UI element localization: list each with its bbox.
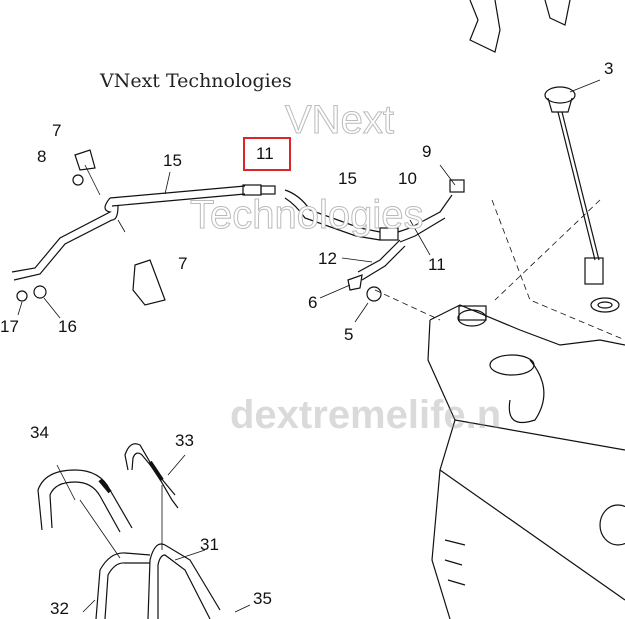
callout-12[interactable]: 12 — [318, 249, 337, 268]
highlight-box — [243, 137, 291, 171]
lower-hoses — [37, 443, 251, 619]
fitting-16 — [33, 285, 47, 299]
bracket-part — [469, 0, 571, 53]
callout-16[interactable]: 16 — [58, 317, 77, 336]
callout-11-highlighted[interactable]: 11 — [256, 144, 274, 163]
callout-8[interactable]: 8 — [37, 147, 47, 166]
watermark-vnext: VNext — [285, 98, 395, 142]
clip-part — [72, 149, 166, 306]
callout-7-b[interactable]: 7 — [178, 254, 188, 273]
callout-34[interactable]: 34 — [30, 423, 49, 442]
callout-17[interactable]: 17 — [0, 317, 19, 336]
watermark-serif: VNext Technologies — [100, 70, 292, 92]
callout-11[interactable]: 11 — [428, 255, 446, 274]
callout-3[interactable]: 3 — [604, 59, 614, 78]
callout-15-b[interactable]: 15 — [338, 169, 357, 188]
callout-35[interactable]: 35 — [253, 589, 272, 608]
fitting-17 — [16, 290, 28, 302]
callout-15[interactable]: 15 — [163, 151, 182, 170]
watermark-diagonal: dextremelife.n — [230, 393, 502, 437]
callout-7[interactable]: 7 — [52, 121, 62, 140]
vent-hose-left — [11, 164, 276, 281]
fuel-tank — [427, 304, 625, 619]
fuel-gauge-part — [544, 79, 620, 313]
callout-32[interactable]: 32 — [50, 599, 69, 618]
vent-hose-middle — [284, 164, 465, 323]
callout-6[interactable]: 6 — [308, 293, 318, 312]
watermark-technologies: Technologies — [190, 193, 424, 237]
callout-33[interactable]: 33 — [175, 431, 194, 450]
dashed-guide — [374, 199, 625, 341]
callout-5[interactable]: 5 — [344, 325, 354, 344]
callout-10[interactable]: 10 — [398, 169, 417, 188]
callout-9[interactable]: 9 — [422, 142, 432, 161]
callout-31[interactable]: 31 — [200, 535, 219, 554]
